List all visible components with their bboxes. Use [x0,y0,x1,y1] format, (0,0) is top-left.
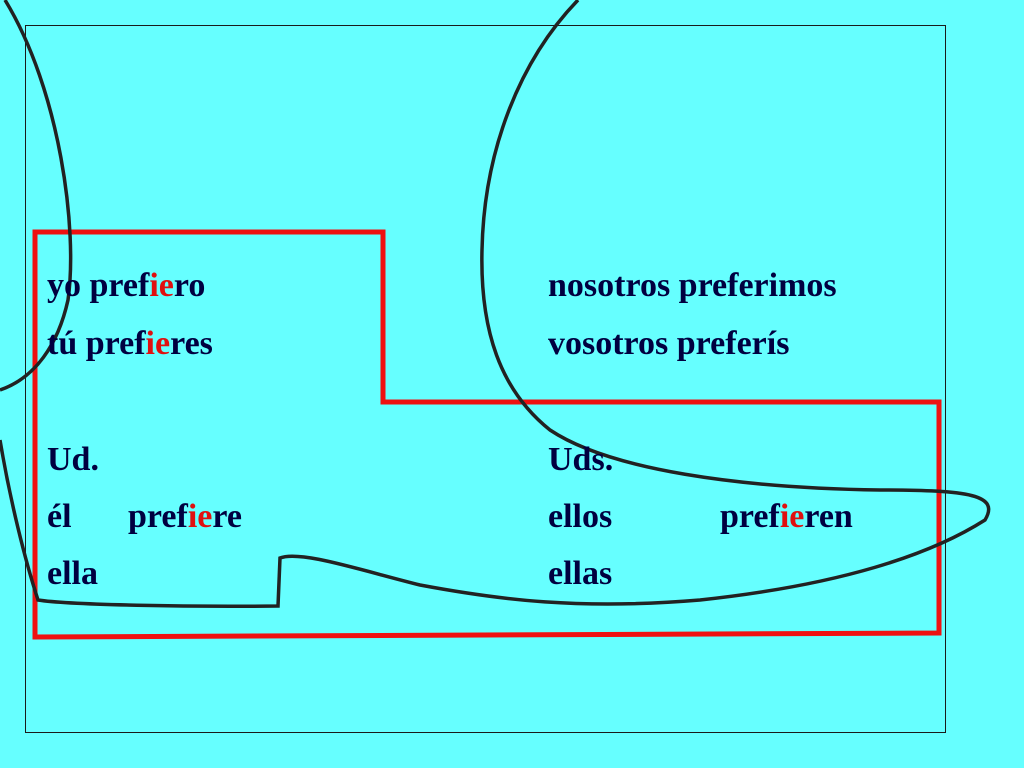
boot-outline [32,229,942,640]
pronoun-tu: tú [47,325,78,362]
vosotros-row: vosotros preferís [548,324,789,364]
stem-change-tu: ie [145,325,171,362]
verb-vosotros: preferís [676,325,790,362]
pronoun-ud: Ud. [47,441,99,478]
pronoun-nosotros: nosotros [548,267,671,304]
pronoun-ellas: ellas [548,555,613,592]
stem-change-yo: ie [149,267,174,304]
verb-el: prefiere [128,498,242,535]
verb-nosotros: preferimos [678,267,837,304]
verb-yo: prefiero [89,267,206,304]
left-curve [0,0,73,392]
pronoun-ellos: ellos [548,498,613,535]
pronoun-ella: ella [47,555,98,592]
verb-ellos: prefieren [720,498,853,535]
tu-row: tú prefieres [47,324,213,364]
verb-tu: prefieres [85,325,213,362]
stem-change-el: ie [187,498,213,535]
pronoun-yo: yo [47,267,81,304]
pronoun-vosotros: vosotros [548,325,669,362]
pronoun-el: él [47,498,72,535]
stem-change-ellos: ie [779,498,805,535]
nosotros-row: nosotros preferimos [548,266,837,306]
pronoun-uds: Uds. [548,441,614,478]
slide-frame [25,25,946,733]
left-curve-lower [0,0,991,608]
yo-row: yo prefiero [47,266,205,306]
